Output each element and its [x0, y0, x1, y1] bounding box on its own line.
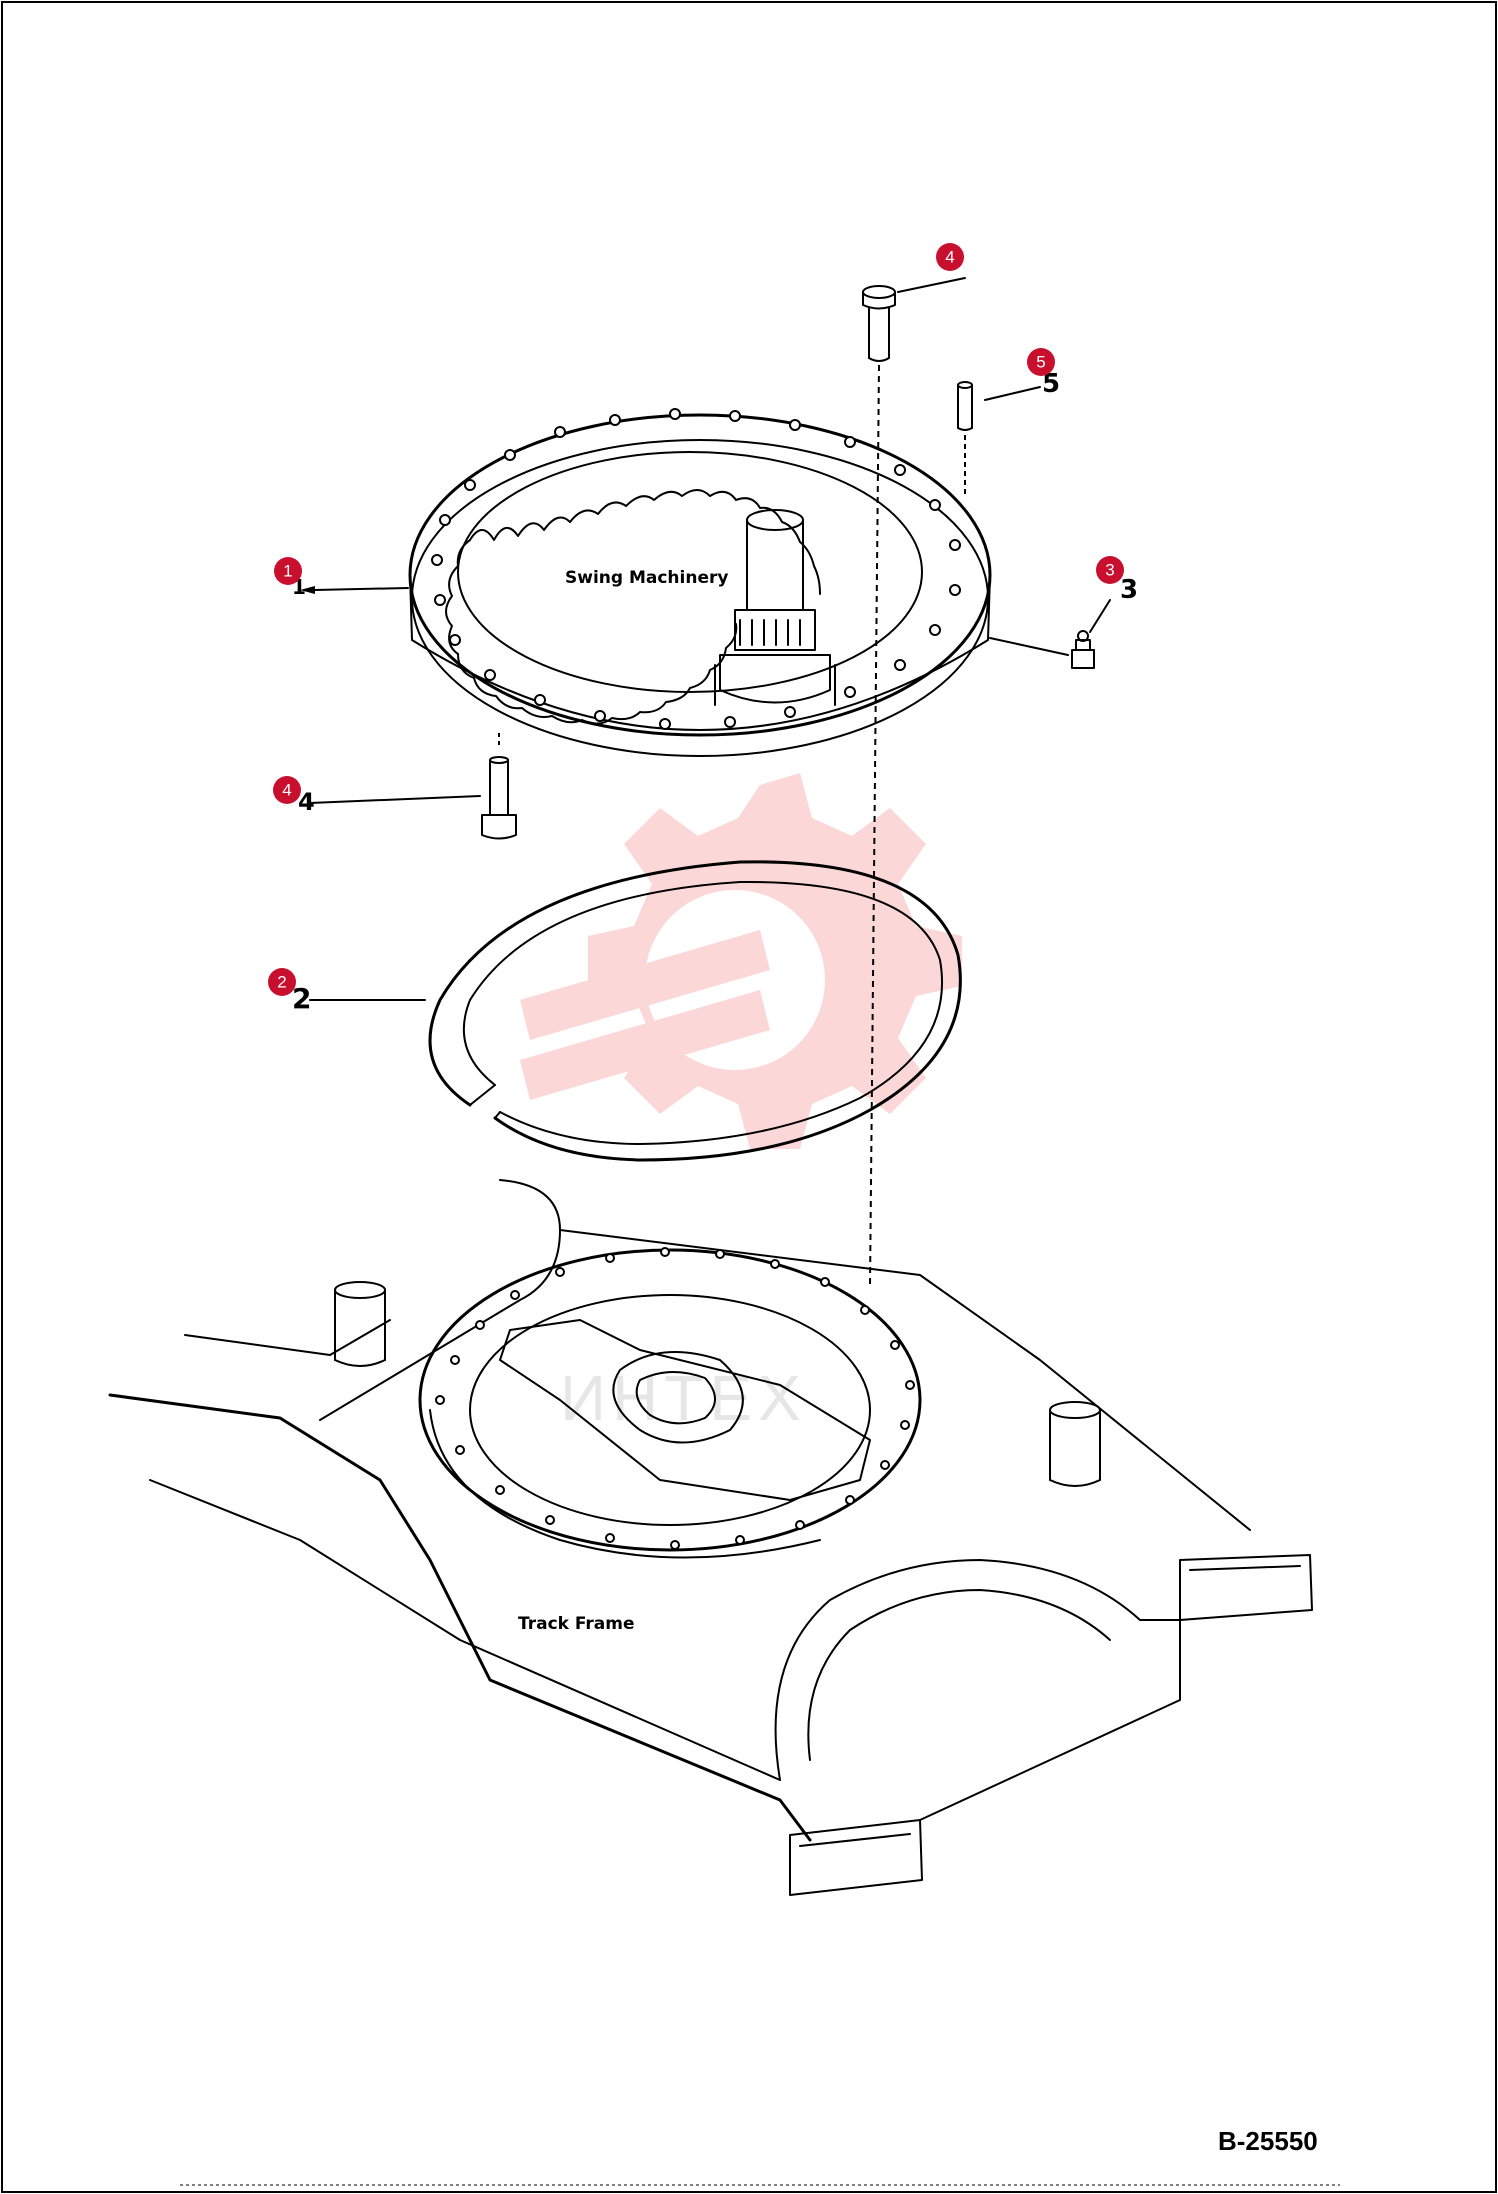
grease-fitting-part-3 — [1071, 630, 1095, 669]
handwritten-4: 4 — [298, 788, 315, 816]
track-frame — [108, 1179, 1313, 1896]
handwritten-2: 2 — [292, 982, 311, 1015]
track-frame-label: Track Frame — [518, 1614, 635, 1634]
bottom-bolt-part-4 — [481, 730, 517, 840]
callout-4-bottom[interactable]: 4 — [273, 776, 301, 804]
callout-2[interactable]: 2 — [268, 968, 296, 996]
svg-text:4: 4 — [282, 781, 291, 800]
callout-4-top[interactable]: 4 — [936, 243, 964, 271]
callout-1[interactable]: 1 — [274, 557, 302, 585]
svg-text:4: 4 — [945, 248, 954, 267]
seal-ring-part-2 — [428, 860, 962, 1162]
watermark-gear-logo — [520, 773, 962, 1149]
callout-3[interactable]: 3 — [1096, 556, 1124, 584]
svg-text:2: 2 — [277, 973, 286, 992]
bearing-bolt-holes — [431, 408, 961, 730]
watermark-text: ИНТЕХ — [560, 1362, 807, 1434]
drawing-code: B-25550 — [1218, 2126, 1318, 2156]
svg-text:1: 1 — [283, 562, 292, 581]
handwritten-3: 3 — [1120, 575, 1138, 605]
handwritten-5: 5 — [1042, 369, 1060, 399]
swing-machinery-label: Swing Machinery — [565, 568, 728, 588]
leader-lines — [300, 277, 1111, 1001]
swing-bearing-part-1 — [408, 408, 992, 757]
svg-text:3: 3 — [1105, 561, 1114, 580]
callout-5[interactable]: 5 — [1027, 348, 1055, 376]
dowel-pin-part-5 — [957, 381, 973, 495]
top-bolt-part-4 — [862, 285, 896, 1286]
svg-text:5: 5 — [1036, 353, 1045, 372]
swing-machinery-pinion — [714, 509, 836, 706]
